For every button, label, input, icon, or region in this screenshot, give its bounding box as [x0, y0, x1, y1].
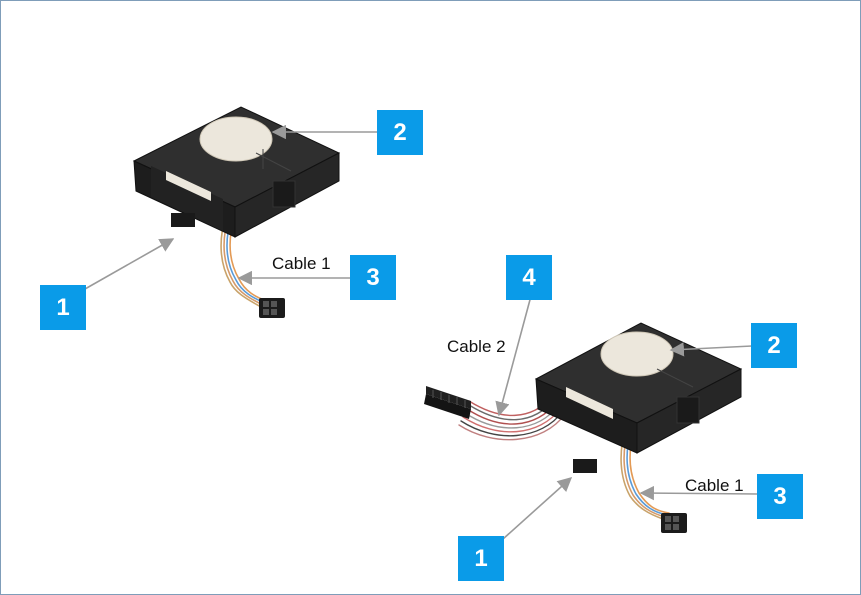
leader-a-1 — [84, 238, 175, 290]
callout-2-module-a: 2 — [377, 110, 423, 155]
cable-1-label-module-a: Cable 1 — [272, 254, 331, 273]
callout-1-module-a: 1 — [40, 285, 86, 330]
module-b — [424, 322, 743, 533]
leader-b-1 — [502, 477, 573, 540]
sensor-housing-b — [534, 322, 743, 473]
callout-2-module-b: 2 — [751, 323, 797, 368]
callout-3-module-a: 3 — [350, 255, 396, 300]
callout-4-module-b: 4 — [506, 255, 552, 300]
sensor-housing — [132, 106, 341, 238]
leader-b-4 — [495, 295, 532, 417]
callout-1-module-b: 1 — [458, 536, 504, 581]
cable-1b-connector — [661, 513, 687, 533]
leader-lines — [84, 124, 759, 540]
module-a — [132, 106, 341, 318]
callout-3-module-b: 3 — [757, 474, 803, 519]
cable-1-connector — [259, 298, 285, 318]
leader-b-3 — [639, 485, 759, 501]
leader-b-2 — [669, 342, 753, 357]
cable-1-label-module-b: Cable 1 — [685, 476, 744, 495]
cable-2-label-module-b: Cable 2 — [447, 337, 506, 356]
cable-2-connector — [424, 386, 471, 419]
